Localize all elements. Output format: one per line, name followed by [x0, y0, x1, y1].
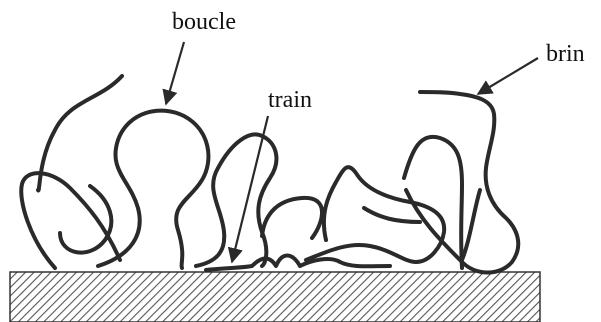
left-loop-strand [21, 173, 120, 268]
surface [10, 272, 540, 322]
right-tail-strand [462, 190, 480, 260]
middle-loop [262, 198, 322, 238]
train-label: train [268, 88, 312, 112]
loop-label: boucle [172, 10, 236, 34]
loop-arrow [166, 42, 184, 104]
curl-loop-inner [364, 208, 420, 222]
left-loop-strand-2 [60, 186, 111, 253]
tail-arrow [478, 58, 538, 94]
tail-label: brin [546, 42, 585, 66]
